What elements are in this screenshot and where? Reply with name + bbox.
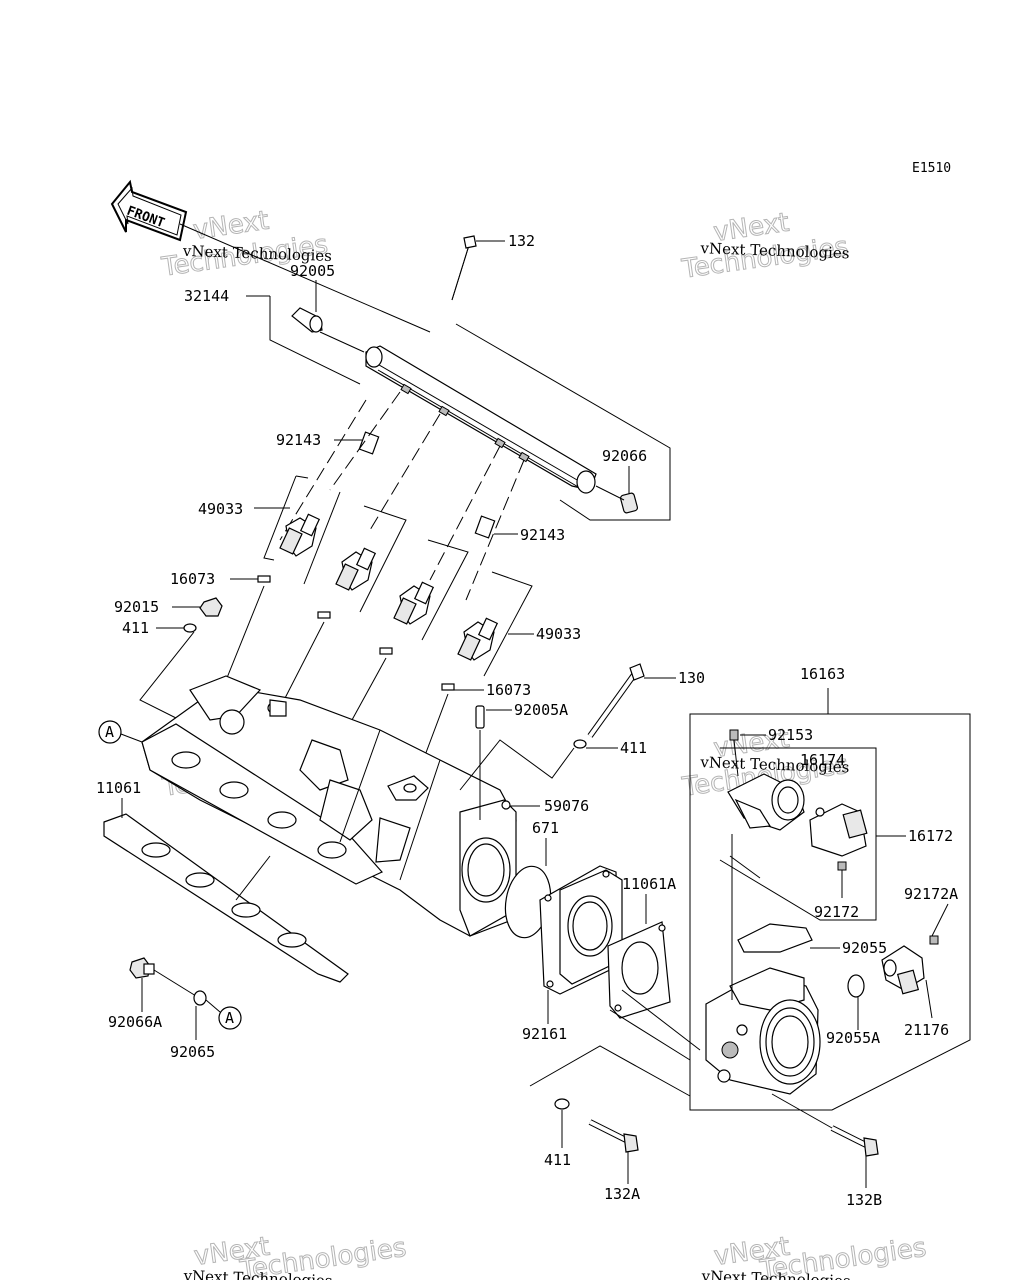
- gasket-11061A: [607, 921, 671, 1019]
- label-132B: 132B: [846, 1191, 882, 1209]
- bolt-132B: [830, 1125, 879, 1157]
- o-ring-92055A: [847, 974, 865, 998]
- intake-manifold: [141, 675, 517, 937]
- o-ring-16073-4: [441, 683, 455, 691]
- label-130: 130: [678, 669, 705, 687]
- label-411-mid: 411: [620, 739, 647, 757]
- callout-a-bottom: A: [218, 1006, 242, 1030]
- injector-2: [335, 547, 377, 591]
- washer-411-left: [183, 623, 197, 633]
- screw-92153: [729, 729, 739, 777]
- o-ring-16073-1: [257, 575, 271, 583]
- o-ring-92143-top: [358, 431, 380, 455]
- label-92005: 92005: [290, 262, 335, 280]
- svg-text:A: A: [105, 723, 114, 741]
- bolt-132A: [588, 1119, 639, 1153]
- watermark-top-right: vNext Technologies vNext Technologies: [679, 207, 851, 285]
- label-92143-mid: 92143: [520, 526, 565, 544]
- label-92161: 92161: [522, 1025, 567, 1043]
- injector-1: [279, 513, 321, 557]
- label-16163: 16163: [800, 665, 845, 683]
- label-59076: 59076: [544, 797, 589, 815]
- washer-92065: [193, 990, 207, 1006]
- label-132A: 132A: [604, 1185, 640, 1203]
- label-92015: 92015: [114, 598, 159, 616]
- fuel-rail: [365, 345, 597, 494]
- svg-text:vNext Technologies: vNext Technologies: [699, 239, 850, 262]
- sensor-21176: [881, 945, 925, 995]
- label-21176: 21176: [904, 1021, 949, 1039]
- label-16174: 16174: [800, 751, 845, 769]
- label-92143-top: 92143: [276, 431, 321, 449]
- svg-text:vNext Technologies: vNext Technologies: [182, 242, 333, 265]
- nut-92015: [199, 597, 223, 617]
- label-411-bottom: 411: [544, 1151, 571, 1169]
- gasket-92055: [737, 923, 813, 953]
- sensor-16174: [727, 773, 805, 831]
- actuator-16172: [809, 803, 868, 857]
- svg-text:vNext Technologies: vNext Technologies: [700, 1267, 851, 1280]
- label-92172A: 92172A: [904, 885, 958, 903]
- fitting-92005: [291, 307, 323, 333]
- label-411-left: 411: [122, 619, 149, 637]
- o-ring-92143-mid: [474, 515, 496, 539]
- label-92065: 92065: [170, 1043, 215, 1061]
- label-92172: 92172: [814, 903, 859, 921]
- injector-3: [393, 581, 435, 625]
- cap-92066: [619, 492, 639, 514]
- label-11061A: 11061A: [622, 875, 676, 893]
- label-49033-right: 49033: [536, 625, 581, 643]
- label-132: 132: [508, 232, 535, 250]
- label-92055A: 92055A: [826, 1029, 880, 1047]
- pin-92005A: [475, 705, 485, 729]
- watermark-bottom-right: vNext Technologies vNext Technologies: [700, 1231, 928, 1280]
- bolt-92066A: [129, 957, 155, 979]
- injector-4: [457, 617, 499, 661]
- washer-411-bottom: [554, 1098, 570, 1110]
- label-92153: 92153: [768, 726, 813, 744]
- label-16172: 16172: [908, 827, 953, 845]
- label-49033-left: 49033: [198, 500, 243, 518]
- front-arrow-icon: FRONT: [110, 179, 188, 242]
- o-ring-16073-2: [317, 611, 331, 619]
- screw-92172: [837, 861, 847, 871]
- o-ring-16073-3: [379, 647, 393, 655]
- bolt-132: [451, 235, 477, 301]
- spacer-92161: [539, 865, 623, 995]
- throttle-body: [705, 967, 821, 1095]
- label-11061: 11061: [96, 779, 141, 797]
- watermark-bottom-left: vNext Technologies vNext Technologies: [182, 1231, 408, 1280]
- callout-a-top: A: [98, 720, 122, 744]
- label-92055: 92055: [842, 939, 887, 957]
- label-92066: 92066: [602, 447, 647, 465]
- label-16073-left: 16073: [170, 570, 215, 588]
- diagram-code: E1510: [912, 161, 951, 176]
- label-671: 671: [532, 819, 559, 837]
- label-16073-right: 16073: [486, 681, 531, 699]
- svg-text:vNext Technologies: vNext Technologies: [182, 1267, 333, 1280]
- label-32144: 32144: [184, 287, 229, 305]
- svg-text:vNext Technologies: vNext Technologies: [699, 753, 850, 776]
- svg-text:A: A: [225, 1009, 234, 1027]
- bolt-130: [587, 663, 645, 738]
- gasket-11061: [103, 813, 349, 983]
- washer-411-mid: [573, 739, 587, 749]
- label-92005A: 92005A: [514, 701, 568, 719]
- label-92066A: 92066A: [108, 1013, 162, 1031]
